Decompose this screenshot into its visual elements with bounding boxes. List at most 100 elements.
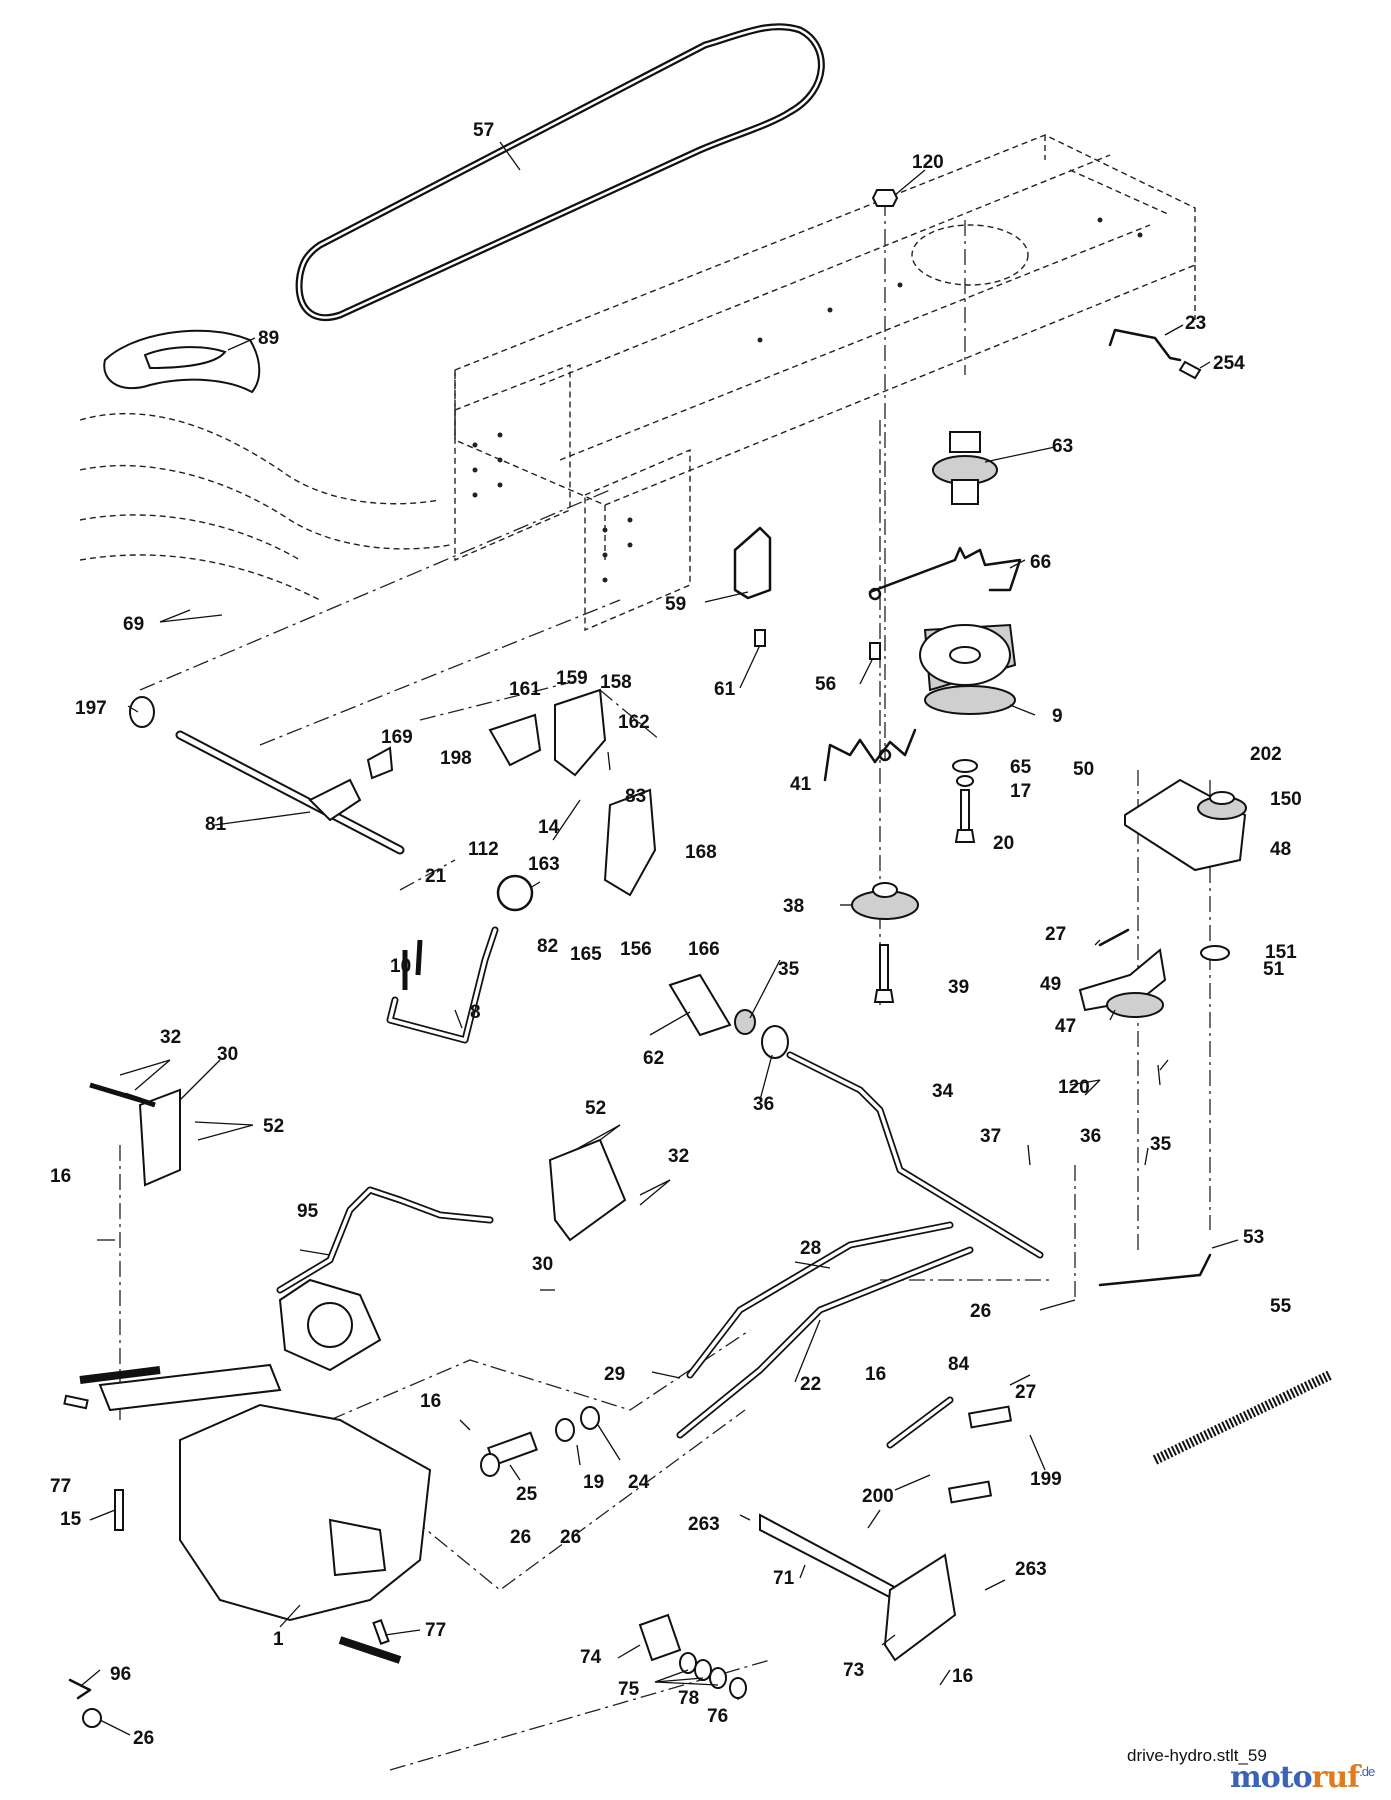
callout-16-left: 16: [420, 1391, 441, 1412]
callout-17: 17: [1010, 781, 1031, 802]
callout-19: 19: [583, 1472, 604, 1493]
callout-73: 73: [843, 1660, 864, 1681]
callout-74: 74: [580, 1647, 602, 1668]
callout-200: 200: [862, 1486, 894, 1507]
callout-168: 168: [685, 842, 717, 863]
callout-25: 25: [516, 1484, 538, 1505]
callout-41: 41: [790, 774, 812, 795]
callout-81: 81: [205, 814, 227, 835]
callout-151: 151: [1265, 942, 1297, 963]
drive-belt: [295, 23, 825, 322]
callout-163: 163: [528, 854, 560, 875]
callout-32: 32: [160, 1027, 181, 1048]
callout-62: 62: [643, 1048, 664, 1069]
callout-28: 28: [800, 1238, 821, 1259]
callout-59: 59: [665, 594, 686, 615]
callout-77-lower: 77: [425, 1620, 446, 1641]
callout-24: 24: [628, 1472, 650, 1493]
watermark-accent: ruf: [1311, 1760, 1361, 1795]
callout-197: 197: [75, 698, 107, 719]
watermark-main: moto: [1230, 1760, 1313, 1795]
callout-23: 23: [1185, 313, 1206, 334]
callout-15: 15: [60, 1509, 82, 1530]
callout-254: 254: [1213, 353, 1245, 374]
callout-16: 16: [50, 1166, 71, 1187]
callout-35: 35: [778, 959, 800, 980]
callout-96: 96: [110, 1664, 131, 1685]
callout-34: 34: [932, 1081, 954, 1102]
callout-159: 159: [556, 668, 588, 689]
callout-9: 9: [1052, 706, 1063, 727]
callout-26-b: 26: [560, 1527, 581, 1548]
leader-lines: [81, 141, 1239, 1736]
callout-161: 161: [509, 679, 541, 700]
callout-83: 83: [625, 786, 646, 807]
callout-52-right: 52: [585, 1098, 606, 1119]
watermark-logo: motoruf.de: [1230, 1760, 1375, 1795]
callout-165: 165: [570, 944, 602, 965]
callout-32-right: 32: [668, 1146, 689, 1167]
callout-166: 166: [688, 939, 720, 960]
callout-27: 27: [1045, 924, 1066, 945]
callout-16-mid: 16: [865, 1364, 886, 1385]
callout-263: 263: [688, 1514, 720, 1535]
callout-10: 10: [390, 956, 411, 977]
parts: [63, 189, 1333, 1728]
callout-37: 37: [980, 1126, 1001, 1147]
callout-263-right: 263: [1015, 1559, 1047, 1580]
callout-36-right: 36: [1080, 1126, 1101, 1147]
callout-36: 36: [753, 1094, 774, 1115]
callout-120-lower: 120: [1058, 1077, 1090, 1098]
callout-57: 57: [473, 120, 494, 141]
callout-162: 162: [618, 712, 650, 733]
callout-71: 71: [773, 1568, 795, 1589]
callout-66: 66: [1030, 552, 1051, 573]
callout-169: 169: [381, 727, 413, 748]
callout-49: 49: [1040, 974, 1061, 995]
callout-56: 56: [815, 674, 836, 695]
callout-labels: 57 120 89 23 254 63 66 59 69 61 56 9 197…: [50, 120, 1302, 1749]
callout-95: 95: [297, 1201, 319, 1222]
callout-22: 22: [800, 1374, 821, 1395]
callout-82: 82: [537, 936, 558, 957]
callout-20: 20: [993, 833, 1014, 854]
callout-150: 150: [1270, 789, 1302, 810]
callout-76: 76: [707, 1706, 728, 1727]
watermark-suffix: .de: [1359, 1764, 1375, 1779]
callout-30: 30: [217, 1044, 238, 1065]
callout-50: 50: [1073, 759, 1094, 780]
callout-120: 120: [912, 152, 944, 173]
callout-63: 63: [1052, 436, 1073, 457]
callout-84: 84: [948, 1354, 970, 1375]
callout-112: 112: [468, 839, 499, 860]
callout-26-c: 26: [133, 1728, 154, 1749]
callout-156: 156: [620, 939, 652, 960]
callout-158: 158: [600, 672, 632, 693]
callout-77: 77: [50, 1476, 71, 1497]
callout-47: 47: [1055, 1016, 1076, 1037]
callout-27-lower: 27: [1015, 1382, 1036, 1403]
callout-75: 75: [618, 1679, 640, 1700]
callout-39: 39: [948, 977, 969, 998]
callout-198: 198: [440, 748, 472, 769]
callout-51: 51: [1263, 959, 1285, 980]
callout-78: 78: [678, 1688, 699, 1709]
callout-61: 61: [714, 679, 736, 700]
callout-26: 26: [970, 1301, 991, 1322]
callout-69: 69: [123, 614, 144, 635]
callout-35-right: 35: [1150, 1134, 1172, 1155]
callout-14: 14: [538, 817, 560, 838]
callout-38: 38: [783, 896, 804, 917]
callout-21: 21: [425, 866, 447, 887]
fender-outline: [79, 412, 451, 601]
shift-cover: [103, 329, 261, 394]
callout-26-a: 26: [510, 1527, 531, 1548]
callout-65: 65: [1010, 757, 1032, 778]
callout-55: 55: [1270, 1296, 1292, 1317]
callout-53: 53: [1243, 1227, 1264, 1248]
callout-202: 202: [1250, 744, 1282, 765]
frame-outline: [454, 134, 1196, 632]
callout-1: 1: [273, 1629, 284, 1650]
drawing-caption: drive-hydro.stlt_59: [1127, 1746, 1267, 1765]
